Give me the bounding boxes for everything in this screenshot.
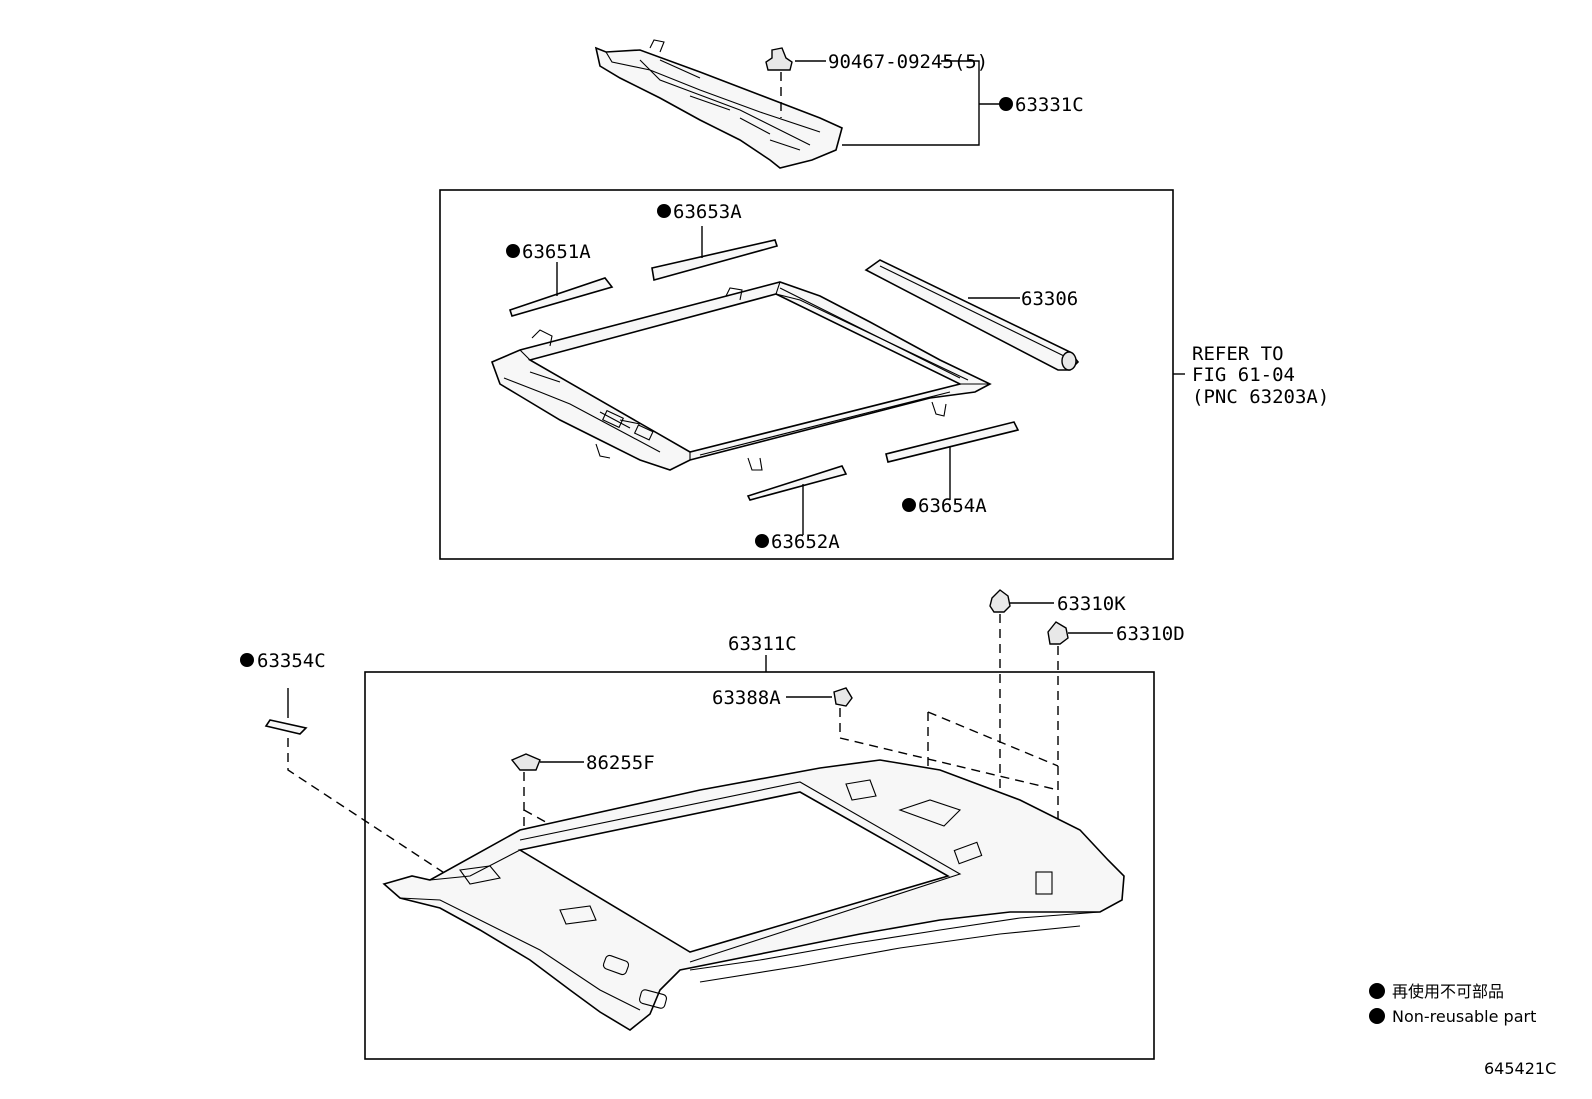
label-63310d: 63310D (1116, 623, 1185, 645)
reference-line-3: (PNC 63203A) (1192, 386, 1329, 408)
legend-english: Non-reusable part (1392, 1007, 1536, 1026)
roof-trim-63331c-drawing (594, 39, 843, 169)
legend-japanese: 再使用不可部品 (1392, 982, 1504, 1001)
label-63310k: 63310K (1057, 593, 1126, 615)
clip-63310d-icon (1047, 621, 1069, 645)
reference-line-2: FIG 61-04 (1192, 364, 1295, 386)
label-63651a: 63651A (522, 241, 591, 263)
label-63311c: 63311C (728, 633, 797, 655)
label-63306: 63306 (1021, 288, 1078, 310)
sunshade-63306-drawing (864, 259, 1080, 371)
holder-86255f-icon (510, 753, 541, 771)
label-63653a: 63653A (673, 201, 742, 223)
legend-dot-icon (1369, 1008, 1385, 1024)
label-63654a: 63654A (918, 495, 987, 517)
label-63652a: 63652A (771, 531, 840, 553)
label-90467-09245: 90467-09245(5) (828, 51, 988, 73)
clip-63388a-icon (833, 687, 853, 707)
clip-63310k-icon (989, 589, 1011, 613)
non-reusable-dot-icon (902, 498, 916, 512)
label-63388a: 63388A (712, 687, 781, 709)
non-reusable-dot-icon (506, 244, 520, 258)
plate-63354c-icon (264, 719, 308, 735)
sunroof-frame-drawing (490, 281, 992, 471)
headlining-drawing (382, 759, 1125, 1031)
label-63331c: 63331C (1015, 94, 1084, 116)
headlining-box (364, 671, 1155, 1060)
non-reusable-dot-icon (657, 204, 671, 218)
reference-line-1: REFER TO (1192, 343, 1284, 365)
clip-90467-icon (765, 47, 793, 118)
figure-code: 645421C (1484, 1059, 1556, 1078)
non-reusable-dot-icon (240, 653, 254, 667)
label-86255f: 86255F (586, 752, 655, 774)
non-reusable-dot-icon (999, 97, 1013, 111)
label-63354c: 63354C (257, 650, 326, 672)
legend-dot-icon (1369, 983, 1385, 999)
non-reusable-dot-icon (755, 534, 769, 548)
